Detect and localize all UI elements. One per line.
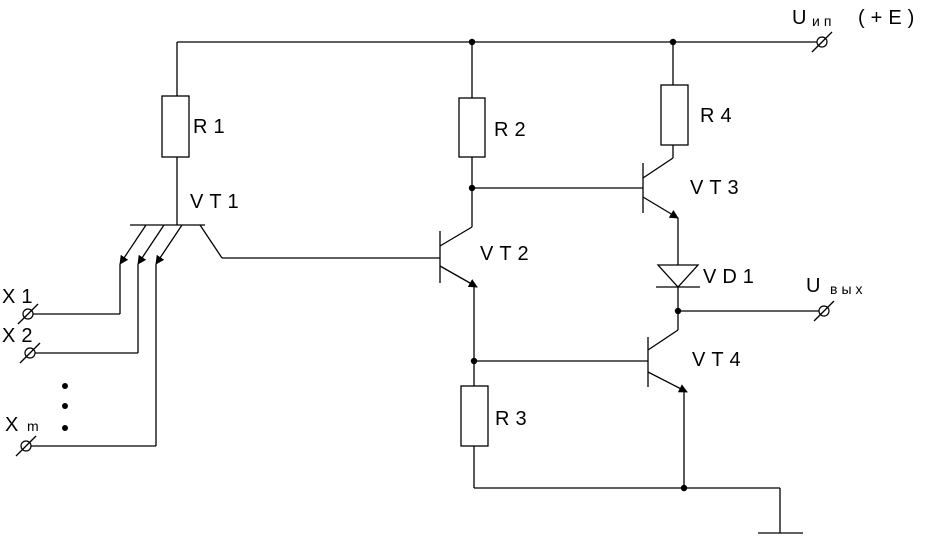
- junction-dots: [468, 38, 688, 492]
- resistor-r4-label: R4: [700, 105, 738, 127]
- output-terminal[interactable]: [813, 300, 835, 322]
- input-x2-terminal[interactable]: [19, 342, 41, 364]
- supply-terminal[interactable]: [811, 31, 833, 53]
- vt1-emitter-2: [137, 224, 165, 265]
- resistor-r2: [458, 97, 486, 158]
- r2-branch: [458, 42, 643, 227]
- supply-label-main: U: [792, 7, 812, 29]
- r1-branch: [161, 42, 190, 225]
- input-x1-wire: [30, 264, 121, 315]
- input-xm-label-sub: m: [27, 418, 43, 434]
- supply-label-sub: ип: [812, 13, 835, 29]
- resistor-r4: [660, 84, 689, 146]
- vt1-emitter-1: [119, 224, 147, 265]
- input-xm-wire: [28, 264, 157, 447]
- transistor-vt1-label: VT1: [190, 191, 245, 213]
- input-xm-label-main: X: [5, 414, 24, 436]
- output-label-main: U: [806, 275, 826, 297]
- transistor-vt4: [647, 329, 688, 488]
- transistor-vt3: [642, 157, 679, 219]
- input-x1-label: X1: [2, 286, 38, 308]
- transistor-vt3-label: VT3: [690, 177, 745, 199]
- resistor-r1: [161, 95, 190, 158]
- resistor-r1-label: R1: [193, 116, 231, 138]
- vt1-emitter-m: [155, 224, 183, 265]
- input-x1-terminal[interactable]: [17, 303, 39, 325]
- resistor-r2-label: R2: [494, 119, 532, 141]
- input-x2-label: X2: [2, 325, 38, 347]
- resistor-r3: [460, 385, 489, 447]
- resistor-r3-label: R3: [495, 408, 533, 430]
- transistor-vt2-label: VT2: [480, 243, 535, 265]
- r4-branch: [660, 42, 689, 158]
- input-x2-wire: [32, 264, 139, 354]
- diode-vd1-label: VD1: [703, 266, 760, 288]
- input-xm-terminal[interactable]: [15, 435, 37, 457]
- transistor-vt4-label: VT4: [692, 349, 747, 371]
- supply-label-note: (+E): [858, 7, 920, 29]
- r3-branch: [460, 385, 780, 489]
- transistor-vt1: [119, 224, 223, 265]
- transistor-vt2: [439, 226, 478, 288]
- input-ellipsis: [62, 383, 68, 431]
- ground-symbol: [758, 488, 803, 534]
- output-label-sub: вых: [830, 281, 867, 297]
